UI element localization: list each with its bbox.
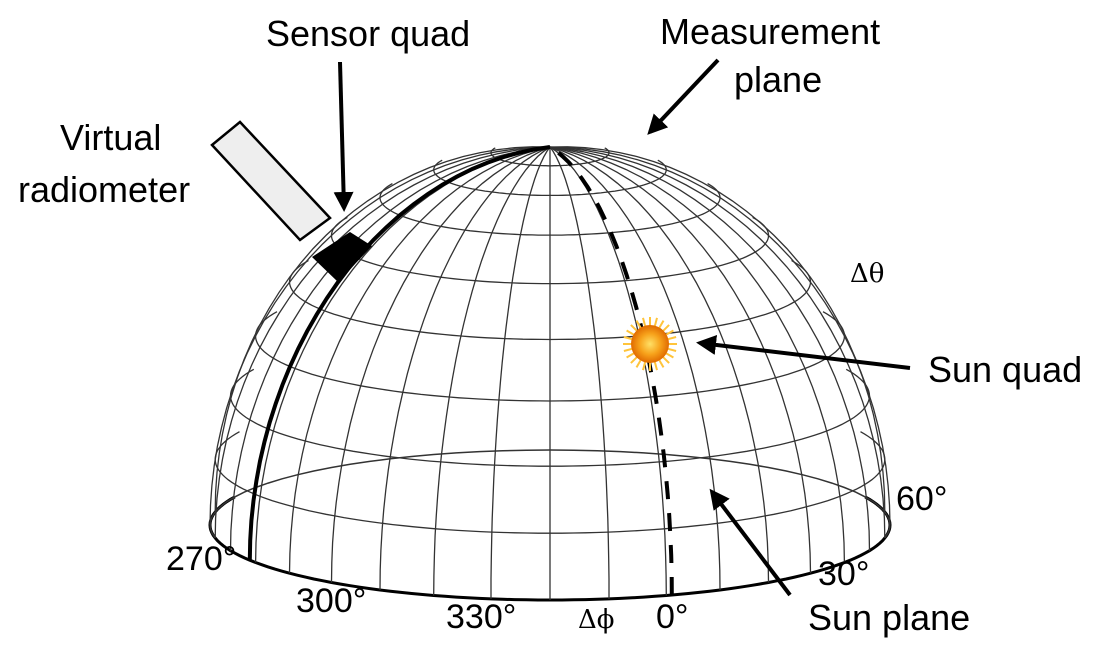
sun-ray <box>665 352 674 359</box>
measurement-plane-label-line1: Measurement <box>660 11 880 52</box>
sun-ray <box>658 320 665 329</box>
sensor-quad-arrow <box>333 61 354 212</box>
sun-plane-arrow <box>709 488 792 597</box>
delta-phi-label: Δϕ <box>578 605 615 635</box>
sensor-quad-cell <box>312 232 372 282</box>
sensor-quad-label: Sensor quad <box>266 13 470 54</box>
meridian-line <box>549 146 846 563</box>
sun-ray <box>630 355 639 364</box>
sun-ray <box>626 329 635 336</box>
radiometer-icon <box>210 120 332 242</box>
meridian-line <box>229 146 551 551</box>
meridian-line <box>549 146 770 583</box>
sun-ray <box>626 352 635 359</box>
sun-plane-line <box>548 145 674 596</box>
sun-ray <box>667 336 677 341</box>
azimuth-tick-60: 60° <box>896 480 947 518</box>
sun-ray <box>623 336 633 341</box>
measurement-plane-label-line2: plane <box>734 59 822 100</box>
sun-ray <box>635 359 642 368</box>
meridian-line <box>330 146 551 583</box>
sun-ray <box>665 329 674 336</box>
meridian-line <box>214 146 551 513</box>
sun-ray <box>635 320 642 329</box>
meridian-line <box>288 146 551 574</box>
meridian-line <box>209 146 551 526</box>
measurement-plane-arrow <box>647 58 720 135</box>
meridian-line <box>214 146 551 539</box>
sun-ray <box>661 324 670 333</box>
meridian-line <box>549 146 886 513</box>
delta-theta-label: Δθ <box>850 259 884 289</box>
meridian-line <box>549 146 812 574</box>
virtual-radiometer-label-line2: radiometer <box>18 169 190 210</box>
sun-ray <box>642 317 647 327</box>
sun-ray <box>623 347 633 352</box>
azimuth-tick-330: 330° <box>446 598 516 636</box>
azimuth-tick-270: 270° <box>166 540 236 578</box>
virtual-radiometer-label-line1: Virtual <box>60 117 161 158</box>
sun-ray <box>630 324 639 333</box>
sun-quad-arrow <box>696 334 911 370</box>
sun-ray <box>642 361 647 371</box>
base-back-arc <box>209 449 891 539</box>
meridian-line <box>549 146 610 599</box>
meridian-line <box>549 146 891 526</box>
measurement-plane-line <box>247 145 551 561</box>
sun-ray <box>653 317 658 327</box>
meridian-line <box>379 146 551 591</box>
azimuth-tick-300: 300° <box>296 582 366 620</box>
azimuth-tick-30: 30° <box>818 555 869 593</box>
meridian-line <box>433 146 551 596</box>
azimuth-tick-0: 0° <box>656 598 689 636</box>
sun-ray <box>653 361 658 371</box>
meridian-line <box>490 146 551 599</box>
meridian-line <box>549 146 886 539</box>
sun-icon <box>623 317 677 371</box>
sun-plane-label: Sun plane <box>808 597 970 638</box>
sun-ray <box>667 347 677 352</box>
sun-ray <box>661 355 670 364</box>
sun-ray <box>658 359 665 368</box>
meridian-line <box>549 146 871 551</box>
sun-quad-label: Sun quad <box>928 349 1082 390</box>
